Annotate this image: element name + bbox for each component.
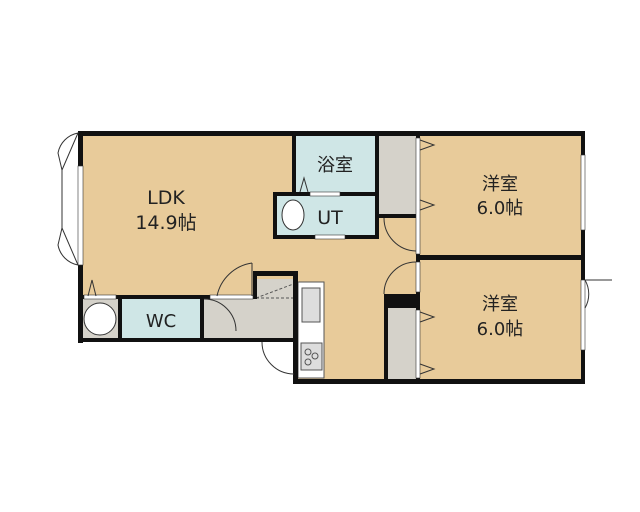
wc-floor [122,298,202,340]
washbasin-icon [281,199,305,231]
door-openings [77,137,586,379]
stove-icon [300,342,323,371]
closet-1 [379,135,417,217]
closet-2 [386,306,416,380]
ldk-size: 14.9帖 [135,212,196,234]
ldk-label: LDK [147,187,185,209]
western-room-2-label: 洋室 [482,294,518,315]
western-room-2-floor [418,258,583,380]
bath-label: 浴室 [317,155,353,176]
door-swings [57,132,612,375]
wc-label: WC [146,311,176,332]
western-room-2-size: 6.0帖 [477,319,524,340]
sink [301,287,321,323]
entrance [256,279,296,340]
washer-icon [83,302,117,336]
ut-label: UT [317,207,343,229]
western-room-1-size: 6.0帖 [477,198,524,219]
bath-floor [295,135,377,192]
western-room-1-label: 洋室 [482,174,518,195]
hall-storage [204,298,256,340]
western-room-1-floor [418,135,583,257]
walls [78,131,585,384]
